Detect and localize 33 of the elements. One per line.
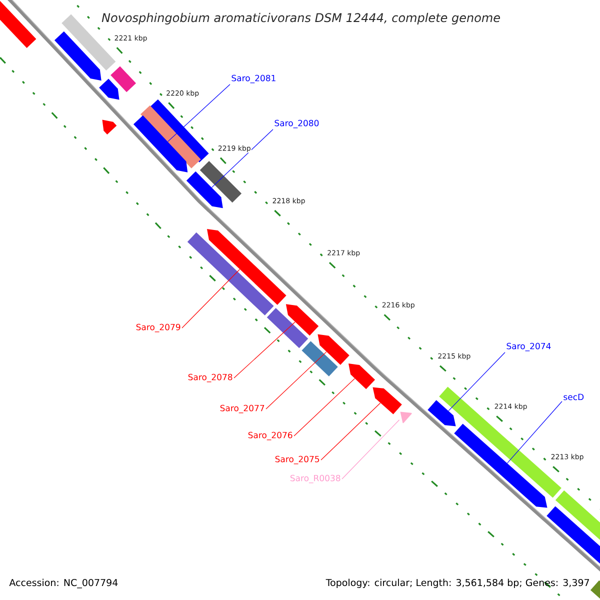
leader-line xyxy=(342,420,400,480)
gene-feature xyxy=(186,171,223,208)
gene-label: Saro_2077 xyxy=(220,404,264,414)
gene-label: Saro_R0038 xyxy=(290,474,340,484)
gene-label: Saro_2078 xyxy=(188,374,232,382)
leader-line xyxy=(320,402,381,460)
gene-feature xyxy=(372,387,402,414)
footer-text: Accession: NC_007794 xyxy=(9,578,118,588)
gene-feature xyxy=(348,364,376,390)
footer-text: Topology: circular; Length: 3,561,584 bp; Genes: 3,397 xyxy=(326,578,589,588)
leader-line xyxy=(234,322,296,378)
gene-label: Saro_2081 xyxy=(232,74,276,84)
gene-feature xyxy=(318,334,350,365)
gene-feature xyxy=(133,115,188,172)
gene-feature xyxy=(428,400,456,426)
gene-feature xyxy=(454,424,548,508)
gene-label: Saro_2076 xyxy=(248,432,292,440)
gene-feature xyxy=(286,304,319,336)
gene-label: Saro_2074 xyxy=(506,342,551,352)
gene-label: Saro_2080 xyxy=(274,120,319,128)
leader-line xyxy=(294,378,355,436)
gene-label: Saro_2079 xyxy=(136,324,180,332)
title: Novosphingobium aromaticivorans DSM 12444, complete genome xyxy=(102,12,500,24)
leader-line xyxy=(168,84,230,142)
leader-line xyxy=(182,269,240,328)
gene-feature xyxy=(206,229,286,305)
gene-label: secD xyxy=(564,394,584,400)
leader-line xyxy=(266,352,327,410)
leader-line xyxy=(448,352,506,412)
gene-feature xyxy=(400,412,412,424)
gene-label: Saro_2075 xyxy=(275,456,320,464)
leader-line xyxy=(507,401,562,464)
leader-line xyxy=(212,129,274,188)
